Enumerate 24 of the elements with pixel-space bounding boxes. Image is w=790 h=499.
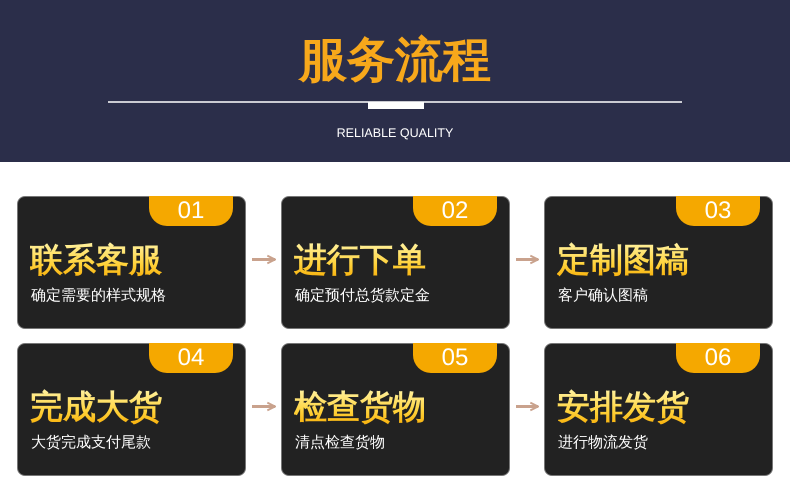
step-card <box>544 196 773 329</box>
step-card <box>544 343 773 476</box>
step-description: 确定预付总货款定金 <box>295 285 430 305</box>
step-number: 04 <box>149 343 233 373</box>
step-card <box>281 343 510 476</box>
step-card <box>281 196 510 329</box>
title: 服务流程 <box>297 31 492 90</box>
step-description: 清点检查货物 <box>295 432 385 452</box>
subtitle: RELIABLE QUALITY <box>336 125 454 142</box>
arrow <box>516 254 539 264</box>
step-number: 05 <box>413 343 497 373</box>
step-card <box>17 343 246 476</box>
arrow <box>516 402 539 412</box>
arrow <box>252 254 276 264</box>
step-description: 客户确认图稿 <box>558 285 648 305</box>
step-description: 大货完成支付尾款 <box>31 432 151 452</box>
step-number: 06 <box>676 343 760 373</box>
step-number: 02 <box>413 196 497 226</box>
step-card <box>17 196 246 329</box>
step-description: 确定需要的样式规格 <box>31 285 166 305</box>
arrow <box>252 402 276 412</box>
step-number: 03 <box>676 196 760 226</box>
step-number: 01 <box>149 196 233 226</box>
step-description: 进行物流发货 <box>558 432 648 452</box>
